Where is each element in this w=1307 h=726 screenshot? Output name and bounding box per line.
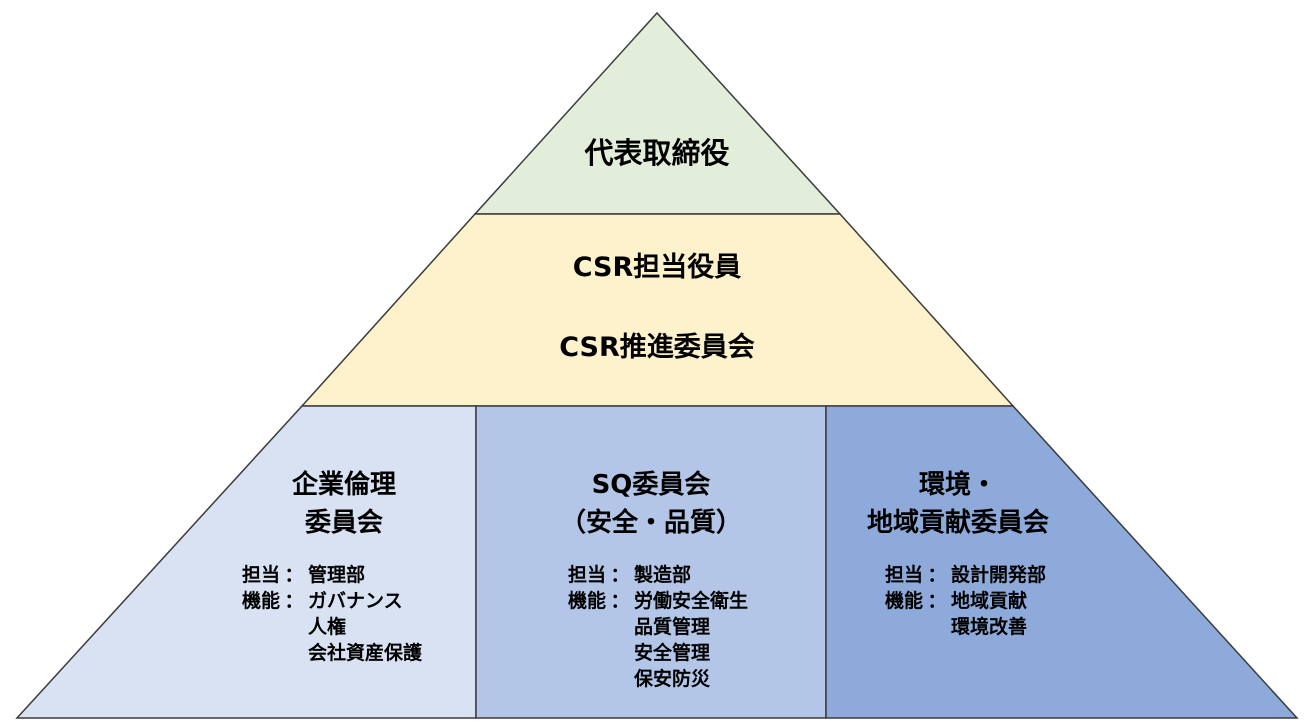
charge-label: 担当	[242, 564, 281, 586]
charge-row: 担当：管理部	[242, 562, 422, 588]
committee-env-title-1: 環境・	[918, 470, 997, 500]
middle-tier-label-1: CSR担当役員	[572, 252, 742, 283]
function-row: 機能：ガバナンス	[242, 588, 422, 614]
function-item: 地域貢献	[951, 590, 1028, 612]
charge-label: 担当	[885, 564, 924, 586]
function-item: 環境改善	[951, 616, 1028, 638]
committee-ethics-title-1: 企業倫理	[291, 470, 396, 500]
function-item: 品質管理	[634, 616, 711, 638]
function-item: 会社資産保護	[308, 642, 423, 664]
separator: ：	[610, 590, 630, 612]
tier-middle-shape	[300, 213, 1015, 407]
separator: ：	[284, 590, 304, 612]
committee-env-details: 担当：設計開発部 機能：地域貢献 環境改善	[885, 562, 1046, 640]
function-item: 保安防災	[634, 668, 711, 690]
committee-ethics-details: 担当：管理部 機能：ガバナンス 人権 会社資産保護	[242, 562, 422, 666]
committee-sq-details: 担当：製造部 機能：労働安全衛生 品質管理 安全管理 保安防災	[568, 562, 748, 692]
charge-label: 担当	[568, 564, 607, 586]
committee-env-title-2: 地域貢献委員会	[866, 508, 1049, 538]
function-label: 機能	[885, 590, 924, 612]
charge-value: 製造部	[634, 564, 692, 586]
middle-tier-label-2: CSR推進委員会	[559, 332, 755, 363]
function-item: 人権	[308, 616, 347, 638]
top-tier-label: 代表取締役	[584, 136, 730, 170]
committee-ethics-title-2: 委員会	[304, 508, 383, 538]
separator: ：	[284, 564, 304, 586]
function-row: 機能：地域貢献	[885, 588, 1046, 614]
separator: ：	[927, 564, 947, 586]
function-row: 機能：労働安全衛生	[568, 588, 748, 614]
separator: ：	[927, 590, 947, 612]
charge-value: 管理部	[308, 564, 366, 586]
function-item: 安全管理	[634, 642, 711, 664]
function-label: 機能	[242, 590, 281, 612]
committee-sq-title-1: SQ委員会	[591, 470, 711, 500]
committee-sq-title-2: （安全・品質）	[559, 508, 742, 538]
committee-env-shape	[825, 405, 1299, 719]
charge-row: 担当：製造部	[568, 562, 748, 588]
charge-row: 担当：設計開発部	[885, 562, 1046, 588]
charge-value: 設計開発部	[951, 564, 1047, 586]
function-label: 機能	[568, 590, 607, 612]
separator: ：	[610, 564, 630, 586]
tier-top-shape	[473, 11, 842, 215]
function-item: 労働安全衛生	[634, 590, 749, 612]
function-item: ガバナンス	[308, 590, 403, 612]
